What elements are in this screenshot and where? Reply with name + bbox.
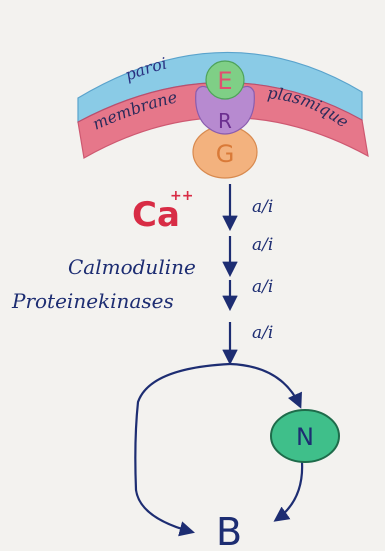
arrow-label-2: a/i — [252, 235, 273, 255]
n-node — [270, 409, 340, 463]
branch-right-arrow — [229, 362, 302, 409]
calcium-charge: ++ — [170, 188, 193, 204]
calcium-label: Ca — [132, 195, 180, 235]
b-label: B — [216, 510, 242, 551]
receptor-label: R — [218, 109, 232, 133]
e-element — [205, 60, 245, 100]
arrow-label-4: a/i — [252, 323, 273, 343]
arrow-label-3: a/i — [252, 277, 273, 297]
n-node-label: N — [296, 423, 314, 451]
branch-left-arrow — [134, 362, 231, 537]
g-protein-label: G — [216, 140, 235, 168]
e-element-label: E — [217, 67, 232, 95]
proteinekinases-label: Proteinekinases — [11, 289, 174, 313]
arrow-label-1: a/i — [252, 197, 273, 217]
calmoduline-label: Calmoduline — [68, 255, 196, 279]
n-to-b-arrow — [273, 461, 304, 522]
membrane-band — [77, 81, 369, 159]
